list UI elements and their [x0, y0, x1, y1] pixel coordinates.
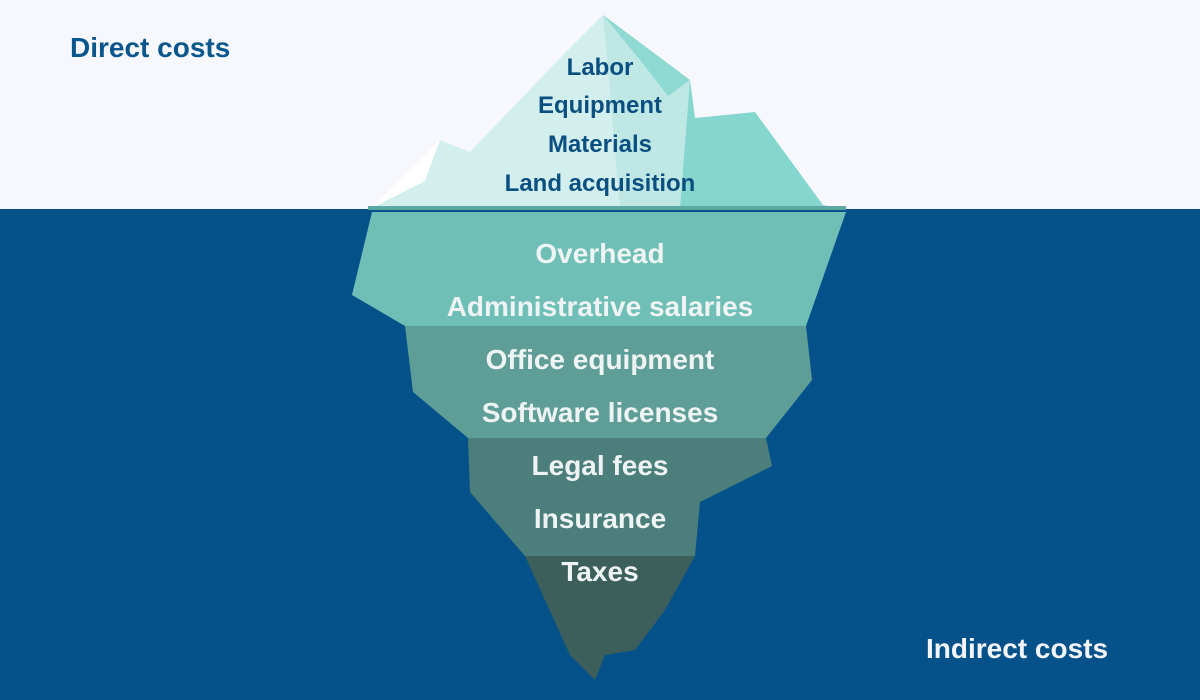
direct-costs-heading: Direct costs — [70, 32, 231, 63]
indirect-cost-overhead: Overhead — [535, 238, 665, 269]
iceberg-tip-center-face — [603, 15, 695, 209]
indirect-costs-heading: Indirect costs — [926, 633, 1109, 664]
indirect-cost-insurance: Insurance — [533, 503, 667, 534]
indirect-cost-administrative-salaries: Administrative salaries — [446, 291, 754, 322]
indirect-cost-taxes: Taxes — [561, 556, 639, 587]
iceberg-tip-right-face — [680, 80, 845, 209]
iceberg-tip-snow — [370, 140, 440, 209]
iceberg-tip-left-face — [370, 15, 620, 209]
indirect-cost-software-licenses: Software licenses — [481, 397, 719, 428]
iceberg-tip-peak-face — [603, 15, 690, 96]
iceberg-waterline — [368, 206, 846, 210]
indirect-cost-legal-fees: Legal fees — [531, 450, 669, 481]
iceberg-layer-3 — [468, 438, 772, 556]
direct-cost-land-acquisition: Land acquisition — [504, 170, 696, 197]
iceberg-layer-1 — [352, 212, 846, 326]
indirect-cost-office-equipment: Office equipment — [485, 344, 715, 375]
iceberg-tip — [370, 15, 845, 209]
direct-cost-labor: Labor — [566, 54, 634, 81]
iceberg-layer-4 — [525, 556, 695, 680]
direct-cost-equipment: Equipment — [538, 92, 662, 119]
iceberg-layer-2 — [405, 326, 812, 438]
direct-cost-materials: Materials — [547, 131, 653, 158]
